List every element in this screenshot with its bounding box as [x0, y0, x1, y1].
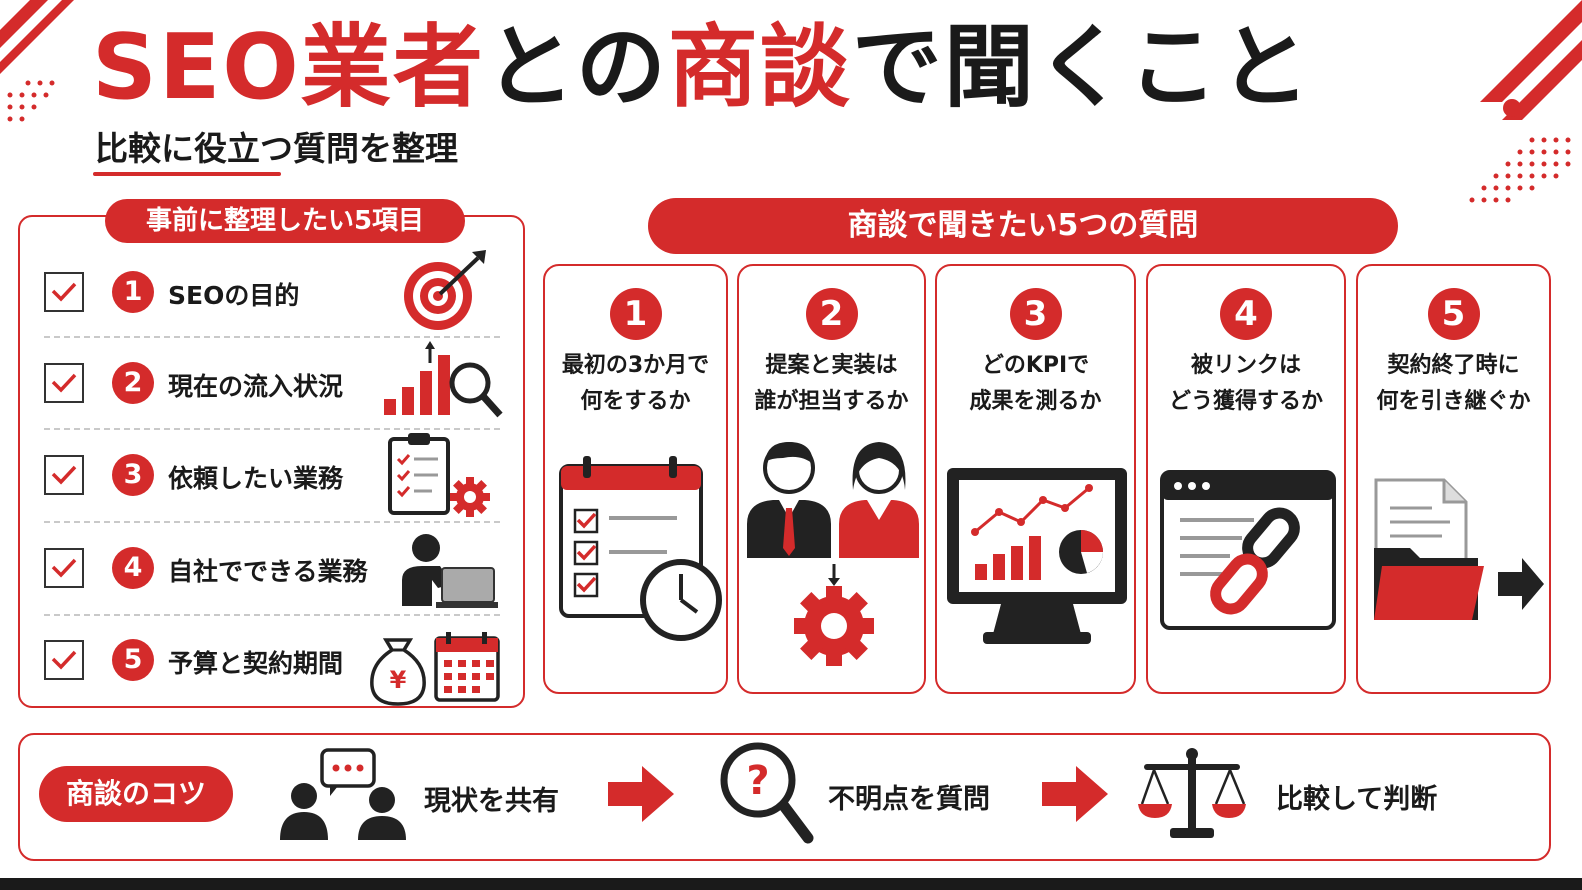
tip-step-label: 不明点を質問 — [828, 784, 990, 815]
people-gear-icon — [747, 442, 919, 666]
monitor-chart-icon — [947, 468, 1127, 644]
tips-header: 商談のコツ — [39, 766, 233, 822]
title-part-shodan: 商談 — [667, 15, 852, 120]
title-part-to: との — [484, 15, 668, 120]
question-card-1: 1 最初の3か月で 何をするか — [543, 264, 728, 694]
number-badge: 1 — [609, 288, 662, 340]
prep-item-label: 予算と契約期間 — [168, 649, 344, 678]
prep-item-label: 自社でできる業務 — [168, 557, 368, 586]
corner-stripes-top-left — [0, 0, 74, 122]
question-card-3: 3 どのKPIで 成果を測るか — [935, 264, 1136, 694]
tip-step-label: 比較して判断 — [1276, 784, 1438, 815]
yen-symbol: ¥ — [390, 666, 407, 694]
question-card-4: 4 被リンクは どう獲得するか — [1146, 264, 1346, 694]
number-badge: 5 — [112, 639, 154, 681]
tips-panel — [18, 733, 1551, 861]
prep-item-2: 2 現在の流入状況 — [44, 337, 504, 429]
moneybag-calendar-icon: ¥ — [370, 632, 500, 706]
question-magnifier-icon: ? — [720, 742, 814, 844]
question-text: 被リンクは どう獲得するか — [1168, 353, 1323, 414]
tip-step-label: 現状を共有 — [424, 786, 559, 817]
page-subtitle: 比較に役立つ質問を整理 — [95, 129, 458, 168]
question-text: 提案と実装は 誰が担当するか — [754, 353, 909, 414]
prep-item-label: 現在の流入状況 — [168, 372, 344, 401]
row-divider — [44, 614, 500, 616]
scale-icon — [1138, 748, 1246, 838]
number-badge: 1 — [112, 271, 154, 313]
number-badge: 5 — [1427, 288, 1480, 340]
prep-item-5: 5 予算と契約期間 ¥ — [44, 614, 504, 706]
number-badge: 3 — [112, 454, 154, 496]
number-badge: 3 — [1009, 288, 1062, 340]
checkmark-icon — [51, 650, 77, 670]
number-badge: 2 — [805, 288, 858, 340]
checkmark-icon — [51, 373, 77, 393]
people-chat-icon — [280, 748, 406, 840]
title-part-seo: SEO業者 — [92, 15, 485, 120]
checkmark-icon — [51, 282, 77, 302]
row-divider — [44, 336, 500, 338]
number-badge: 2 — [112, 362, 154, 404]
corner-stripes-top-right — [1469, 0, 1582, 203]
prep-item-label: SEOの目的 — [168, 281, 300, 310]
svg-text:?: ? — [746, 758, 769, 804]
checkbox[interactable] — [44, 272, 84, 312]
questions-header: 商談で聞きたい5つの質問 — [648, 198, 1398, 254]
question-card-2: 2 提案と実装は 誰が担当するか — [737, 264, 926, 694]
calendar-clock-icon — [559, 456, 722, 641]
document-folder-arrow-icon — [1374, 478, 1544, 620]
prep-items-header: 事前に整理したい5項目 — [105, 199, 465, 243]
title-part-kikukoto: で聞くこと — [851, 15, 1312, 120]
row-divider — [44, 428, 500, 430]
prep-item-label: 依頼したい業務 — [168, 464, 344, 493]
checkbox[interactable] — [44, 640, 84, 680]
question-text: どのKPIで 成果を測るか — [969, 353, 1102, 414]
prep-item-3: 3 依頼したい業務 — [44, 429, 504, 521]
prep-item-4: 4 自社でできる業務 — [44, 522, 504, 614]
checkbox[interactable] — [44, 548, 84, 588]
question-card-5: 5 契約終了時に 何を引き継ぐか — [1356, 264, 1551, 694]
question-text: 最初の3か月で 何をするか — [561, 353, 710, 414]
checkbox[interactable] — [44, 363, 84, 403]
page-title: SEO業者との商談で聞くこと — [92, 18, 1312, 118]
arrow-right-icon — [608, 766, 674, 822]
clipboard-gear-icon — [388, 433, 490, 517]
checkbox[interactable] — [44, 455, 84, 495]
target-icon — [404, 250, 486, 330]
checkmark-icon — [51, 558, 77, 578]
bar-chart-magnifier-icon — [384, 341, 503, 418]
subtitle-underline — [93, 172, 281, 176]
number-badge: 4 — [112, 547, 154, 589]
browser-link-icon — [1160, 470, 1336, 630]
number-badge: 4 — [1220, 288, 1272, 340]
arrow-right-icon — [1042, 766, 1108, 822]
person-laptop-icon — [402, 534, 498, 608]
checkmark-icon — [51, 465, 77, 485]
bottom-band — [0, 878, 1582, 890]
question-text: 契約終了時に 何を引き継ぐか — [1376, 353, 1531, 414]
prep-item-1: 1 SEOの目的 — [44, 246, 504, 338]
row-divider — [44, 521, 500, 523]
